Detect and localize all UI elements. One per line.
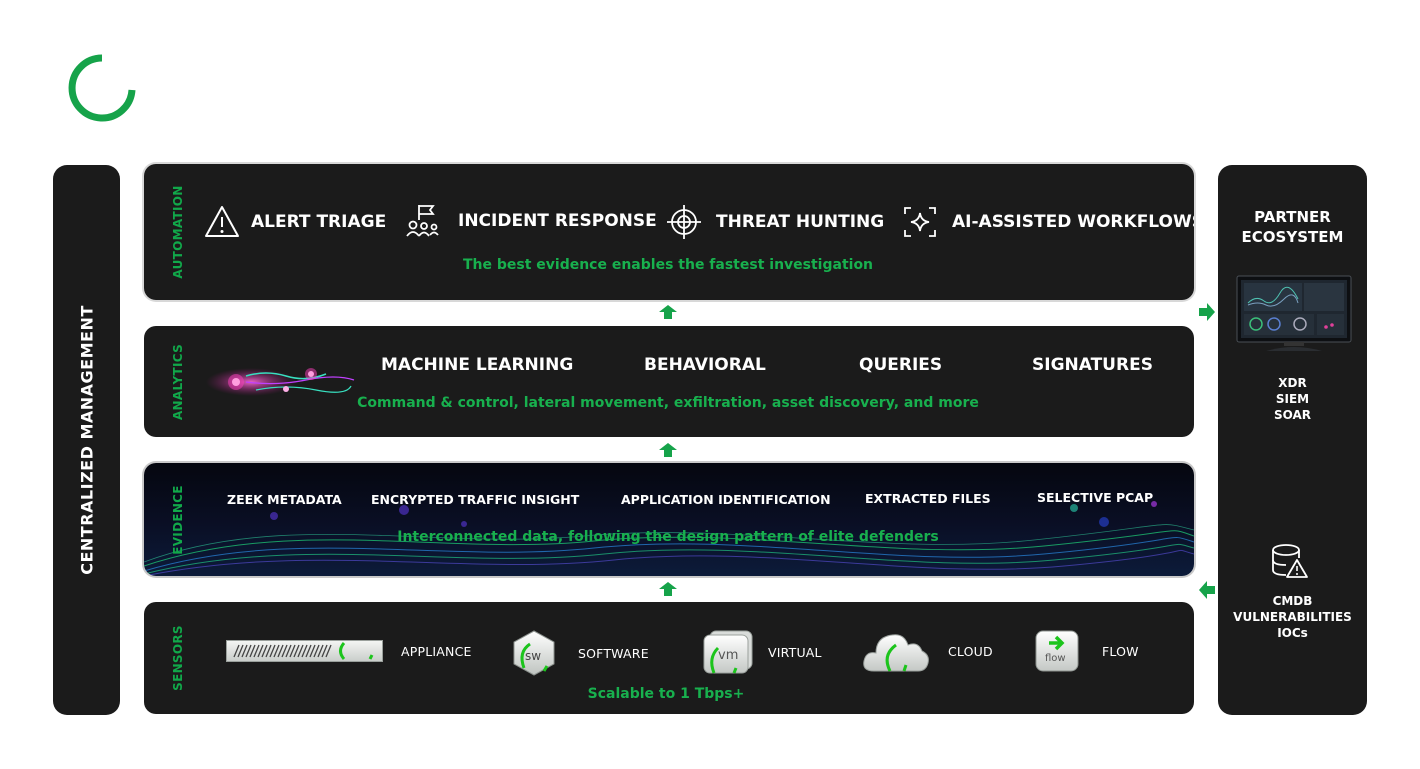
automation-subtitle: The best evidence enables the fastest in… xyxy=(462,257,874,273)
arrow-right-icon xyxy=(1199,303,1215,321)
sensor-cloud: CLOUD xyxy=(862,629,993,673)
arrow-up-icon xyxy=(659,305,677,319)
team-flag-icon xyxy=(406,205,439,237)
partner-ecosystem-title: PARTNER ECOSYSTEM xyxy=(1218,207,1367,247)
evidence-item-zeek-metadata: ZEEK METADATA xyxy=(227,492,342,507)
centralized-management-label: CENTRALIZED MANAGEMENT xyxy=(77,305,96,575)
sensors-layer: SENSORS APPLIANCE sw SOFTWARE xyxy=(144,602,1194,714)
incident-response-text: INCIDENT RESPONSE xyxy=(458,211,657,231)
data-wave-decoration xyxy=(144,501,1194,576)
monitor-dashboard-icon xyxy=(1236,275,1352,351)
arrow-left-icon xyxy=(1199,581,1215,599)
software-label: SOFTWARE xyxy=(578,645,649,661)
software-hex-icon: sw xyxy=(512,630,556,676)
virtual-machine-icon: vm xyxy=(702,630,754,674)
analytics-item-behavioral: BEHAVIORAL xyxy=(644,355,766,375)
sensor-appliance: APPLIANCE xyxy=(226,640,472,662)
cloud-label: CLOUD xyxy=(948,643,993,659)
partner-ecosystem-panel: PARTNER ECOSYSTEM XDR SIEM SOAR CMDB VUL… xyxy=(1218,165,1367,715)
automation-item-ai-workflows: AI-ASSISTED WORKFLOWS xyxy=(902,204,1194,240)
virtual-label: VIRTUAL xyxy=(768,644,822,660)
arrow-up-icon xyxy=(659,443,677,457)
flow-icon: flow xyxy=(1034,630,1080,672)
sensors-layer-label: SENSORS xyxy=(171,625,185,691)
evidence-subtitle: Interconnected data, following the desig… xyxy=(397,529,939,545)
software-badge: sw xyxy=(525,649,542,663)
automation-layer-label: AUTOMATION xyxy=(171,185,185,279)
automation-layer: AUTOMATION warning-triangle-icon ALERT T… xyxy=(144,164,1194,300)
evidence-item-selective-pcap: SELECTIVE PCAP xyxy=(1037,490,1154,505)
open-ring-logo-icon xyxy=(68,54,136,122)
automation-item-alert-triage: warning-triangle-icon ALERT TRIAGE xyxy=(203,204,386,240)
evidence-layer-label: EVIDENCE xyxy=(171,484,185,555)
crosshair-icon xyxy=(667,205,701,239)
analytics-layer-label: ANALYTICS xyxy=(171,343,185,420)
input-vulnerabilities: VULNERABILITIES xyxy=(1233,610,1352,624)
analytics-layer: ANALYTICS MACHINE LEARNING BEHAVIORAL QU… xyxy=(144,326,1194,437)
output-soar: SOAR xyxy=(1273,408,1312,422)
analytics-item-queries: QUERIES xyxy=(859,355,943,375)
arrow-up-icon xyxy=(659,582,677,596)
sensor-software: sw SOFTWARE xyxy=(512,630,649,676)
flow-label: FLOW xyxy=(1102,643,1139,659)
evidence-item-extracted-files: EXTRACTED FILES xyxy=(865,491,991,506)
evidence-item-encrypted-traffic: ENCRYPTED TRAFFIC INSIGHT xyxy=(371,492,580,507)
appliance-icon xyxy=(226,640,383,662)
output-siem: SIEM xyxy=(1275,392,1310,406)
neural-glow-icon xyxy=(206,368,355,396)
partner-outputs-list: XDR SIEM SOAR xyxy=(1218,375,1367,423)
sensor-flow: flow FLOW xyxy=(1034,630,1139,672)
database-warning-icon xyxy=(1272,544,1308,578)
output-xdr: XDR xyxy=(1278,376,1307,390)
sensor-virtual: vm VIRTUAL xyxy=(702,630,822,674)
ai-workflows-text: AI-ASSISTED WORKFLOWS xyxy=(952,212,1194,232)
threat-hunting-text: THREAT HUNTING xyxy=(716,212,885,232)
sensors-subtitle: Scalable to 1 Tbps+ xyxy=(587,686,745,702)
automation-item-threat-hunting: THREAT HUNTING xyxy=(666,204,884,240)
cloud-icon xyxy=(863,634,929,672)
input-iocs: IOCs xyxy=(1277,626,1308,640)
input-cmdb: CMDB xyxy=(1272,594,1313,608)
partner-title-line1: PARTNER xyxy=(1254,208,1331,226)
analytics-subtitle: Command & control, lateral movement, exf… xyxy=(357,395,979,411)
evidence-item-app-identification: APPLICATION IDENTIFICATION xyxy=(621,492,831,507)
alert-triage-text: ALERT TRIAGE xyxy=(251,212,387,232)
analytics-item-machine-learning: MACHINE LEARNING xyxy=(381,355,574,375)
automation-item-incident-response: INCIDENT RESPONSE xyxy=(406,202,657,240)
analytics-item-signatures: SIGNATURES xyxy=(1032,355,1153,375)
partner-title-line2: ECOSYSTEM xyxy=(1241,228,1344,246)
appliance-label: APPLIANCE xyxy=(401,643,472,659)
partner-inputs-list: CMDB VULNERABILITIES IOCs xyxy=(1218,593,1367,641)
evidence-layer: EVIDENCE ZEEK METADATA ENCRYPTED TRAFFIC… xyxy=(144,463,1194,576)
virtual-badge: vm xyxy=(718,648,739,663)
centralized-management-bar: CENTRALIZED MANAGEMENT xyxy=(53,165,120,715)
warning-triangle-icon xyxy=(205,206,239,237)
flow-badge: flow xyxy=(1045,653,1066,664)
ai-sparkle-icon xyxy=(904,207,936,237)
